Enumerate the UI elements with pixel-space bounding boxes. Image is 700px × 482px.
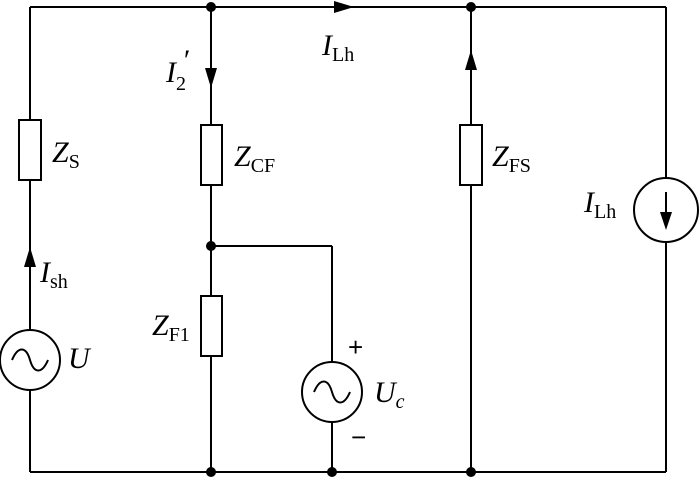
- zs-impedance: [18, 119, 42, 181]
- junction-dot: [206, 467, 216, 477]
- uc-label: Uc: [374, 376, 405, 413]
- zfs-label: ZFS: [492, 140, 531, 177]
- zcf-label: ZCF: [234, 140, 275, 177]
- uc-source-tilde: [313, 380, 351, 404]
- i2-prime-arrow: [205, 68, 217, 88]
- i-lh-right-label: ILh: [583, 186, 616, 223]
- junction-dot: [327, 467, 337, 477]
- zf1-impedance: [200, 295, 223, 357]
- i-sh-arrow: [24, 247, 36, 267]
- i2-prime-label: I2′: [165, 44, 189, 95]
- junction-dot: [206, 241, 216, 251]
- uc-minus-sign: −: [351, 422, 366, 452]
- uc-plus-sign: +: [348, 332, 363, 362]
- zf1-label: ZF1: [152, 309, 190, 346]
- i-lh-top-arrow: [334, 1, 354, 13]
- zfs-impedance: [459, 124, 483, 186]
- u-label: U: [68, 342, 92, 375]
- current-source-arrow-head: [660, 212, 672, 230]
- junction-dot: [466, 2, 476, 12]
- i-sh-label: Ish: [39, 256, 68, 293]
- zs-label: ZS: [52, 136, 80, 173]
- junction-dot: [466, 467, 476, 477]
- u-source-tilde: [11, 348, 49, 372]
- junction-dot: [206, 2, 216, 12]
- zfs-arrow: [465, 50, 477, 70]
- zcf-impedance: [200, 124, 223, 186]
- i-lh-top-label: ILh: [321, 29, 354, 66]
